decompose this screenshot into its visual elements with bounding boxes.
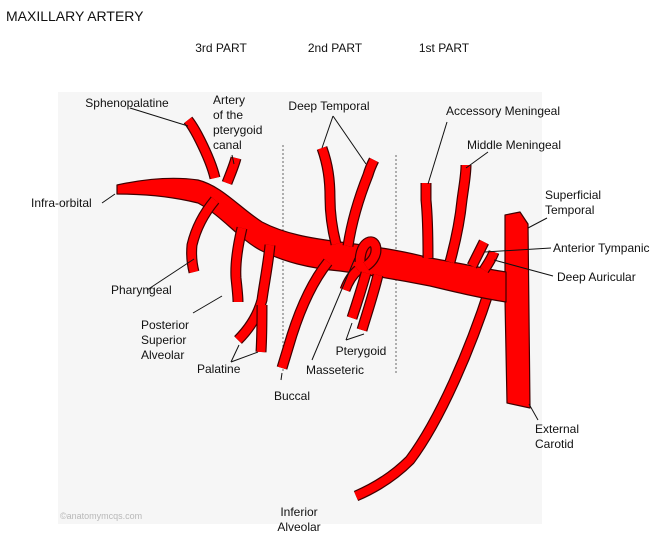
label-pterygoid-canal-line-1: Artery <box>213 93 245 107</box>
label-superficial-temporal-line-2: Temporal <box>545 203 594 217</box>
part-heading-1: 3rd PART <box>195 41 247 55</box>
label-deep-temporal: Deep Temporal <box>288 99 369 113</box>
label-pharyngeal: Pharyngeal <box>111 283 172 297</box>
inferior-alveolar-branch <box>354 286 495 500</box>
pharyngeal-branch <box>187 197 219 274</box>
part-heading-2: 2nd PART <box>308 41 363 55</box>
label-pterygoid-canal-line-4: canal <box>213 138 242 152</box>
deep-temporal-left <box>317 146 341 246</box>
label-inferior-alveolar-line-1: Inferior <box>280 505 317 519</box>
label-pterygoid-canal-line-3: pterygoid <box>213 123 262 137</box>
label-buccal: Buccal <box>274 389 310 403</box>
palatine-branch-2 <box>256 304 267 353</box>
label-inferior-alveolar-line-2: Alveolar <box>277 520 320 534</box>
label-masseteric: Masseteric <box>306 363 364 377</box>
buccal-branch <box>277 259 332 370</box>
label-posterior-superior-alveolar-line-3: Alveolar <box>141 348 184 362</box>
label-posterior-superior-alveolar-line-1: Posterior <box>141 318 189 332</box>
anterior-tympanic-branch <box>468 240 488 268</box>
label-accessory-meningeal: Accessory Meningeal <box>446 104 560 118</box>
watermark: ©anatomymcqs.com <box>60 511 142 521</box>
label-infra-orbital: Infra-orbital <box>31 196 92 210</box>
deep-auricular-branch <box>480 250 499 273</box>
label-superficial-temporal-line-1: Superficial <box>545 188 601 202</box>
palatine-branch <box>234 244 275 344</box>
diagram-title: MAXILLARY ARTERY <box>6 8 144 24</box>
label-deep-auricular: Deep Auricular <box>557 270 636 284</box>
pterygoid-canal-branch <box>222 156 241 185</box>
masseteric-branch <box>340 266 361 292</box>
label-palatine: Palatine <box>197 362 241 376</box>
pterygoid-branch-right <box>357 274 383 332</box>
accessory-meningeal-branch <box>421 183 433 259</box>
pterygoid-loop <box>355 237 381 270</box>
label-posterior-superior-alveolar-line-2: Superior <box>141 333 186 347</box>
label-external-carotid-line-2: Carotid <box>535 437 574 451</box>
part-heading-3: 1st PART <box>419 41 470 55</box>
label-pterygoid: Pterygoid <box>336 344 387 358</box>
pterygoid-branch-left <box>347 271 371 320</box>
deep-temporal-right <box>343 158 378 247</box>
middle-meningeal-branch <box>445 164 471 264</box>
label-external-carotid-line-1: External <box>535 422 579 436</box>
leader-lines <box>101 107 554 421</box>
posterior-superior-alveolar-branch <box>231 227 247 303</box>
label-anterior-tympanic: Anterior Tympanic <box>553 241 650 255</box>
label-middle-meningeal: Middle Meningeal <box>467 138 561 152</box>
sphenopalatine-branch <box>184 117 220 180</box>
label-pterygoid-canal-line-2: of the <box>213 108 243 122</box>
inferior-alveolar-branch-outline <box>353 286 496 502</box>
external-carotid-artery <box>504 211 531 409</box>
label-sphenopalatine: Sphenopalatine <box>85 96 169 110</box>
